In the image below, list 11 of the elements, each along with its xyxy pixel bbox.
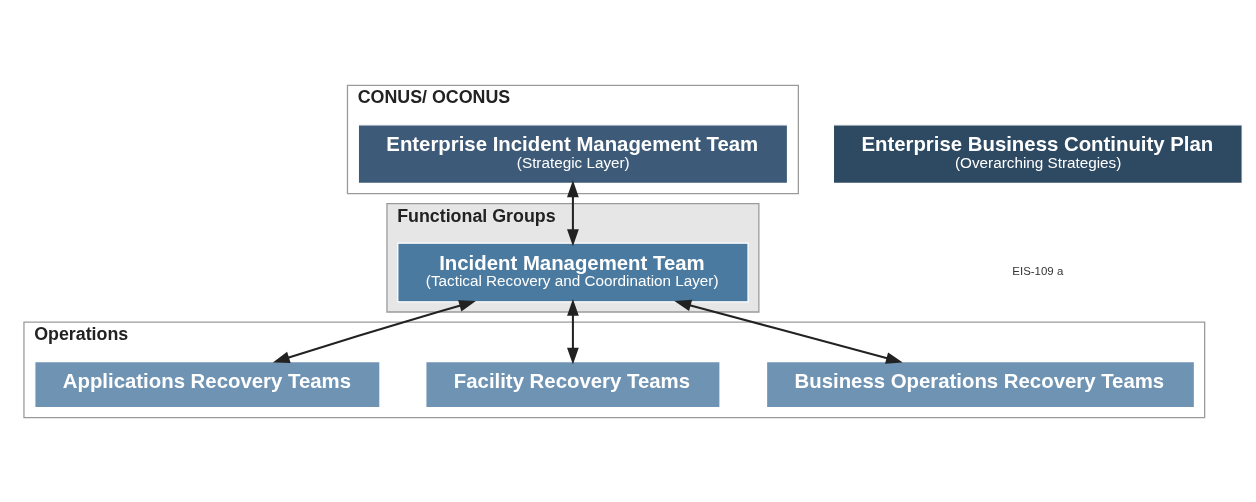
- label: EIS-109 a: [1012, 264, 1064, 277]
- node-box: Incident Management Team (Tactical Recovery and Coordination Layer): [397, 242, 749, 302]
- node-box: Enterprise Business Continuity Plan (Overarching Strategies): [832, 123, 1243, 184]
- node-box: Enterprise Incident Management Team (Strategic Layer): [357, 123, 789, 184]
- arrow: [272, 299, 476, 363]
- arrow: [567, 179, 579, 246]
- arrow: [674, 299, 903, 364]
- node-box: Facility Recovery Teams: [425, 360, 721, 408]
- arrow: [567, 298, 579, 365]
- node-box: Business Operations Recovery Teams: [765, 360, 1196, 408]
- node-box: Applications Recovery Teams: [34, 360, 381, 408]
